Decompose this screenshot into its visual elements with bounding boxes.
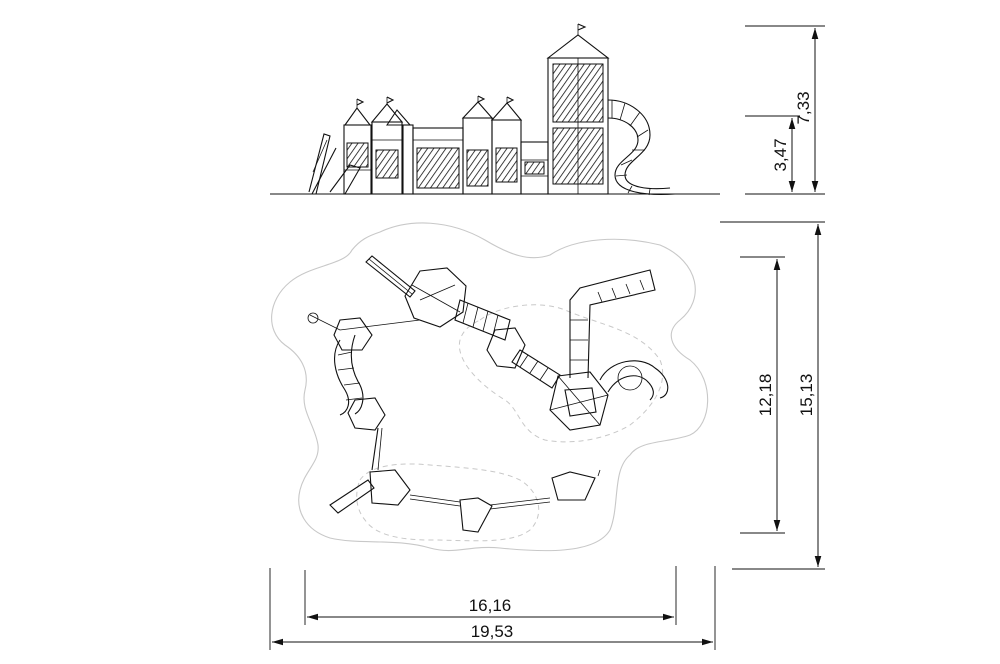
middle-wall: [412, 127, 464, 195]
dim-label-depth-structure: 12,18: [756, 374, 775, 417]
plan-platform-bottom-3: [551, 471, 596, 501]
dim-label-depth-safety: 15,13: [797, 374, 816, 417]
plan-tunnel: [454, 299, 511, 341]
tower-5: [490, 96, 523, 195]
plan-platform-bottom-1: [369, 469, 411, 506]
plan-platform-top: [404, 267, 467, 328]
spiral-slide: [607, 99, 676, 196]
plan-left-spiral: [334, 334, 364, 416]
plan-view: [271, 222, 709, 552]
dim-label-width-structure: 16,16: [469, 596, 512, 615]
plan-rope: [309, 314, 421, 331]
dim-label-height-platform: 3,47: [771, 138, 790, 171]
plan-bridge: [511, 349, 561, 389]
inner-zone-dashed: [458, 304, 664, 443]
plan-slide-top: [365, 255, 416, 298]
dim-label-width-safety: 19,53: [471, 622, 514, 641]
tower-2: [370, 96, 404, 195]
small-slide: [329, 164, 361, 195]
plan-walkway: [409, 469, 601, 506]
plan-platform-2: [486, 327, 526, 369]
dim-depth-group: 12,18 15,13: [720, 221, 825, 570]
plan-spiral-slide: [599, 360, 669, 401]
plan-platform-left-1: [333, 317, 373, 351]
tall-tower: [546, 23, 610, 195]
plan-platform-left-2: [347, 397, 386, 431]
plan-tube-slide: [569, 269, 656, 379]
plan-slide-bottom: [329, 479, 375, 514]
dim-width-group: 16,16 19,53: [269, 566, 716, 650]
tower-4: [461, 95, 494, 195]
plan-wall-left: [371, 427, 379, 471]
elevation-view: [270, 23, 720, 196]
tower-1: [343, 98, 372, 195]
dim-label-height-total: 7,33: [794, 91, 813, 124]
plan-platform-bottom-2: [459, 497, 493, 533]
bridge: [520, 141, 549, 195]
lower-zone-dashed: [356, 463, 540, 542]
safety-zone-outline: [271, 222, 709, 552]
dim-height-group: 3,47 7,33: [745, 25, 825, 195]
left-slide: [308, 133, 337, 195]
